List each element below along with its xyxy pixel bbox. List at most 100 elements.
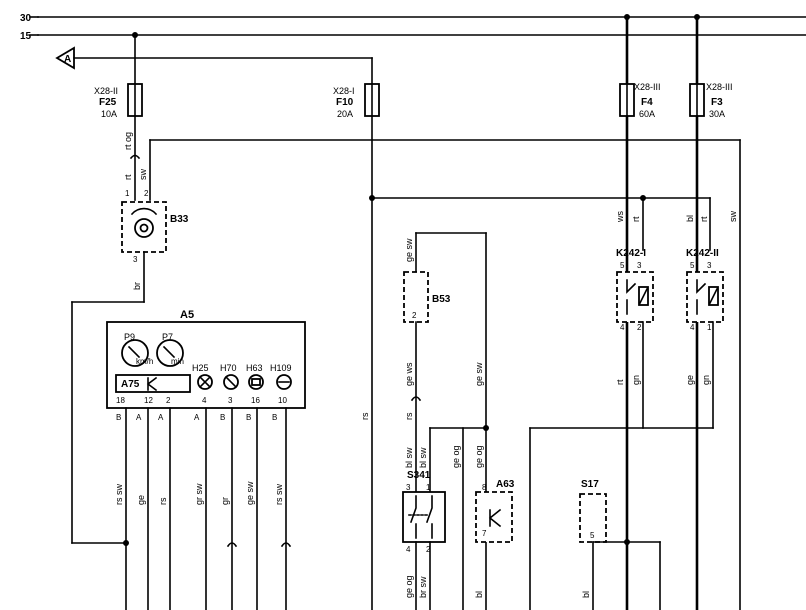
fuse-f4-connector: X28-III (634, 82, 661, 92)
h109-label: H109 (270, 363, 292, 373)
pin-number: 7 (482, 529, 487, 538)
pin-type: B (220, 413, 225, 422)
pin-number: 2 (426, 545, 431, 554)
pin-number: 18 (116, 396, 125, 405)
relay-coil-mark (638, 287, 649, 305)
pin-number: 1 (426, 483, 431, 492)
switch-contact (409, 495, 417, 539)
p7-label: P7 (162, 332, 173, 342)
wire-label: bl (581, 591, 591, 598)
wire-label: rs (404, 412, 414, 420)
wire-label: rt (615, 379, 625, 385)
wire-label: rs sw (274, 484, 284, 505)
wire-label: ge og (474, 445, 484, 468)
wire-label: sw (728, 211, 738, 223)
pin-number: 2 (637, 323, 642, 332)
h70-label: H70 (220, 363, 237, 373)
wire-label: ge (136, 495, 146, 505)
s341-switch (402, 491, 446, 543)
pin-number: 4 (202, 396, 207, 405)
pin-number: 5 (690, 261, 695, 270)
tachometer-needle (162, 345, 176, 359)
wire-label: ge sw (474, 362, 484, 386)
pin-number: 3 (707, 261, 712, 270)
wire-label: ws (615, 211, 625, 223)
transistor-icon (146, 376, 158, 392)
pin-type: B (246, 413, 251, 422)
fuse-f25-connector: X28-II (94, 86, 118, 96)
wire-label: rs sw (114, 484, 124, 505)
wire-label: gr sw (194, 483, 204, 505)
pin-number: 2 (166, 396, 171, 405)
reference-triangle-label: A (64, 54, 71, 65)
wire-label: rs (158, 497, 168, 505)
wire-label: ge ws (404, 362, 414, 386)
pin-type: A (158, 413, 164, 422)
wire-label: rt (631, 216, 641, 222)
fuse-f4-name: F4 (641, 97, 653, 108)
wire-label: ge sw (245, 481, 255, 505)
fuse-f10-name: F10 (336, 97, 354, 108)
pin-number: 4 (406, 545, 411, 554)
pin-number: 3 (133, 255, 138, 264)
gear-icon-hub (139, 223, 149, 233)
wire-label: rt og (123, 132, 133, 150)
wire-break (129, 154, 141, 160)
wire-label: bl (474, 591, 484, 598)
wire-label: bl sw (418, 447, 428, 468)
rail-30-label: 30 (20, 13, 32, 24)
p9-label: P9 (124, 332, 135, 342)
k242-2-label: K242-II (686, 248, 719, 259)
a5-label: A5 (180, 309, 194, 321)
lamp-mark (251, 378, 261, 386)
pin-type: A (136, 413, 142, 422)
wire-label: gn (631, 375, 641, 385)
a75-module (115, 374, 191, 393)
pin-number: 3 (228, 396, 233, 405)
wire-label: rt (699, 216, 709, 222)
pin-type: B (272, 413, 277, 422)
pin-number: 3 (406, 483, 411, 492)
wire-label: br sw (418, 576, 428, 598)
pin-number: 2 (412, 311, 417, 320)
a63-label: A63 (496, 479, 515, 490)
lamp-cross (198, 375, 212, 389)
pin-number: 5 (590, 531, 595, 540)
p7-unit: min (171, 357, 184, 366)
b33-label: B33 (170, 214, 189, 225)
wire-label: ge sw (404, 238, 414, 262)
pin-number: 1 (707, 323, 712, 332)
h63-label: H63 (246, 363, 263, 373)
wire-label: ge (685, 375, 695, 385)
pin-number: 3 (637, 261, 642, 270)
relay-coil-mark (708, 287, 719, 305)
wire-break (280, 542, 292, 548)
pin-type: B (116, 413, 121, 422)
fuse-f10-connector: X28-I (333, 86, 355, 96)
lamp-mark (224, 375, 238, 389)
wire-label: sw (138, 169, 148, 181)
k242-1-label: K242-I (616, 248, 646, 259)
wire-label: gr (220, 497, 230, 505)
fuse-f3-connector: X28-III (706, 82, 733, 92)
pin-number: 1 (125, 189, 130, 198)
pin-number: 12 (144, 396, 153, 405)
pin-number: 5 (620, 261, 625, 270)
transistor-icon (488, 508, 502, 528)
wire-label: ge og (451, 445, 461, 468)
pin-number: 4 (620, 323, 625, 332)
rail-15-label: 15 (20, 31, 32, 42)
pin-number: 16 (251, 396, 260, 405)
junction-dot (123, 540, 129, 546)
b53-sensor (403, 271, 429, 323)
relay-contact (696, 279, 707, 315)
fuse-f3-name: F3 (711, 97, 723, 108)
wire-label: br (132, 282, 142, 290)
wire-label: bl (685, 215, 695, 222)
wire-break (410, 396, 422, 402)
a63-module (475, 491, 513, 543)
pin-number: 10 (278, 396, 287, 405)
fuse-f25-name: F25 (99, 97, 117, 108)
fuse-f10-rating: 20A (337, 109, 353, 119)
